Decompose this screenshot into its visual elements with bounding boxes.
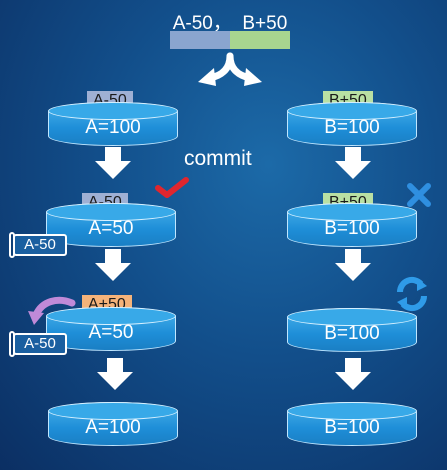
db-value-right-4: B=100 bbox=[324, 417, 380, 438]
db-value-left-4: A=100 bbox=[85, 417, 141, 438]
db-value-right-2: B=100 bbox=[324, 218, 380, 239]
db-cylinder-right-3: B=100 bbox=[286, 307, 417, 352]
db-cylinder-left-3: A=50 bbox=[45, 306, 176, 351]
db-value-left-2: A=50 bbox=[88, 218, 134, 239]
db-cylinder-left-1: A=100 bbox=[47, 101, 178, 146]
check-icon bbox=[155, 177, 189, 198]
db-value-left-1: A=100 bbox=[85, 117, 141, 138]
log-scroll-icon: A-50 bbox=[9, 331, 67, 357]
down-arrow-icon bbox=[335, 249, 371, 281]
log-scroll-icon: A-50 bbox=[9, 232, 67, 258]
down-arrow-icon bbox=[97, 358, 133, 390]
db-cylinder-right-1: B=100 bbox=[286, 101, 417, 146]
db-value-right-3: B=100 bbox=[324, 323, 380, 344]
down-arrow-icon bbox=[95, 249, 131, 281]
db-value-right-1: B=100 bbox=[324, 117, 380, 138]
transaction-bar-b bbox=[230, 31, 290, 49]
down-arrow-icon bbox=[335, 358, 371, 390]
transaction-bar-a bbox=[170, 31, 230, 49]
split-arrow-icon bbox=[198, 52, 262, 86]
db-cylinder-left-4: A=100 bbox=[47, 401, 178, 446]
down-arrow-icon bbox=[335, 147, 371, 179]
db-cylinder-right-4: B=100 bbox=[286, 401, 417, 446]
commit-label: commit bbox=[184, 147, 252, 170]
undo-arrow-icon bbox=[28, 296, 76, 325]
retry-icon bbox=[396, 276, 428, 312]
db-cylinder-right-2: B=100 bbox=[286, 202, 417, 247]
cross-icon bbox=[407, 183, 431, 207]
down-arrow-icon bbox=[95, 147, 131, 179]
transaction-label: A-50， B+50 bbox=[172, 13, 288, 34]
db-value-left-3: A=50 bbox=[88, 322, 134, 343]
db-cylinder-left-2: A=50 bbox=[45, 202, 176, 247]
